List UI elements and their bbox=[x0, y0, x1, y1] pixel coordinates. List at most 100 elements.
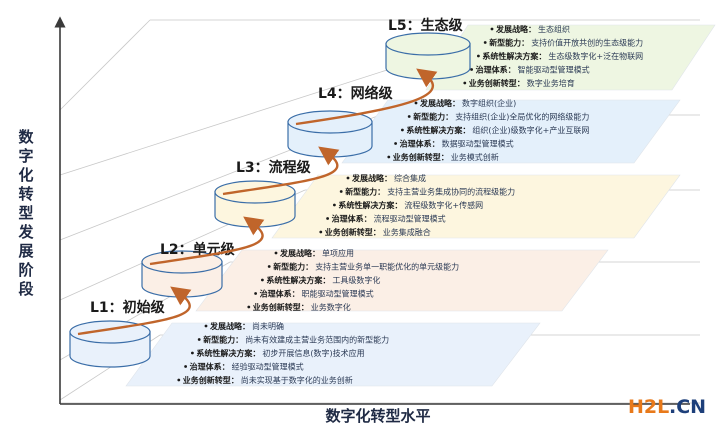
level-1-row: 新型能力：尚未有效建成主营业务范围内的新型能力 bbox=[203, 335, 389, 345]
row-value: 业务数字化 bbox=[311, 302, 351, 312]
level-3-row: 新型能力：支持主营业务集成协同的流程级能力 bbox=[345, 187, 515, 197]
bullet-dot bbox=[490, 27, 494, 31]
bullet-dot bbox=[470, 68, 473, 71]
level-4-row: 新型能力：支持组织(企业)全局优化的网络级能力 bbox=[413, 112, 589, 122]
level-4-row: 业务创新转型：业务模式创新 bbox=[393, 152, 499, 162]
bullet-dot bbox=[247, 305, 251, 309]
level-3: L3：流程级发展战略：综合集成新型能力：支持主营业务集成协同的流程级能力系统性解… bbox=[214, 159, 681, 239]
row-value: 尚未有效建成主营业务范围内的新型能力 bbox=[245, 335, 389, 345]
site-logo: H2L .CN bbox=[628, 396, 706, 418]
row-key: 发展战略： bbox=[279, 248, 320, 258]
row-value: 智能驱动型管理模式 bbox=[518, 65, 590, 75]
level-1-disk bbox=[69, 320, 151, 368]
row-key: 业务创新转型： bbox=[469, 78, 525, 88]
row-key: 发展战略： bbox=[495, 24, 536, 34]
bullet-dot bbox=[319, 230, 323, 234]
level-5-row: 系统性解决方案：生态级数字化+泛在物联网 bbox=[482, 51, 643, 61]
level-2-panel bbox=[195, 249, 609, 312]
bullet-dot bbox=[274, 251, 278, 255]
bullet-dot bbox=[191, 351, 194, 355]
row-value: 数据驱动型管理模式 bbox=[442, 139, 514, 149]
row-value: 支持主营业务单一职能优化的单元级能力 bbox=[315, 262, 459, 272]
row-key: 治理体系： bbox=[190, 362, 230, 372]
bullet-dot bbox=[204, 324, 208, 328]
levels-layer: L1：初始级发展战略：尚未明确新型能力：尚未有效建成主营业务范围内的新型能力系统… bbox=[69, 17, 716, 387]
row-value: 支持组织(企业)全局优化的网络级能力 bbox=[455, 112, 589, 122]
row-key: 新型能力： bbox=[489, 38, 529, 48]
level-5-disk bbox=[385, 32, 471, 80]
row-key: 治理体系： bbox=[260, 289, 300, 299]
row-key: 新型能力： bbox=[273, 262, 313, 272]
row-key: 发展战略： bbox=[419, 98, 460, 108]
bullet-dot bbox=[184, 365, 188, 368]
x-axis-label: 数字化转型水平 bbox=[325, 407, 430, 425]
progress-arrow-3 bbox=[222, 146, 340, 196]
bullet-dot bbox=[267, 265, 271, 268]
row-value: 工具级数字化 bbox=[332, 275, 380, 285]
level-2-title: L2：单元级 bbox=[160, 241, 236, 258]
row-key: 系统性解决方案： bbox=[266, 275, 330, 285]
row-value: 数字组织(企业) bbox=[462, 98, 516, 108]
row-value: 支持价值开放共创的生态级能力 bbox=[531, 38, 643, 48]
level-3-disk bbox=[214, 180, 296, 228]
level-5-row: 新型能力：支持价值开放共创的生态级能力 bbox=[489, 38, 643, 48]
progress-arrow-2 bbox=[149, 216, 265, 266]
level-3-row: 治理体系：流程驱动型管理模式 bbox=[332, 214, 446, 224]
bullet-dot bbox=[197, 338, 201, 341]
level-2-row: 新型能力：支持主营业务单一职能优化的单元级能力 bbox=[273, 262, 459, 272]
level-5: L5：生态级发展战略：生态组织新型能力：支持价值开放共创的生态级能力系统性解决方… bbox=[385, 17, 716, 91]
bullet-dot bbox=[483, 41, 487, 44]
row-value: 业务模式创新 bbox=[451, 152, 499, 162]
row-key: 系统性解决方案： bbox=[338, 200, 402, 210]
bullet-dot bbox=[414, 101, 418, 105]
axes bbox=[54, 16, 690, 405]
row-value: 业务集成融合 bbox=[383, 227, 431, 237]
row-key: 系统性解决方案： bbox=[196, 348, 260, 358]
row-value: 生态组织 bbox=[538, 24, 570, 34]
row-value: 单项应用 bbox=[322, 248, 354, 258]
row-key: 治理体系： bbox=[332, 214, 372, 224]
level-5-row: 业务创新转型：数字业务培育 bbox=[469, 78, 575, 88]
level-3-row: 业务创新转型：业务集成融合 bbox=[325, 227, 431, 237]
bullet-dot bbox=[387, 155, 391, 159]
bullet-dot bbox=[463, 81, 467, 85]
bullet-dot bbox=[401, 128, 404, 132]
level-1-row: 治理体系：经验驱动型管理模式 bbox=[190, 362, 304, 372]
row-value: 流程级数字化+传感网 bbox=[404, 200, 483, 210]
row-value: 流程驱动型管理模式 bbox=[374, 214, 446, 224]
row-key: 系统性解决方案： bbox=[482, 51, 546, 61]
bullet-dot bbox=[326, 217, 329, 220]
level-3-row: 发展战略：综合集成 bbox=[351, 173, 426, 183]
level-2-row: 发展战略：单项应用 bbox=[279, 248, 354, 258]
level-1-row: 系统性解决方案：初步开展信息(数字)技术应用 bbox=[196, 348, 364, 358]
bullet-dot bbox=[254, 292, 257, 295]
row-value: 经验驱动型管理模式 bbox=[232, 362, 304, 372]
y-axis-label: 数字化转型发展阶段 bbox=[17, 128, 34, 298]
level-5-row: 治理体系：智能驱动型管理模式 bbox=[476, 65, 590, 75]
row-value: 支持主营业务集成协同的流程级能力 bbox=[387, 187, 515, 197]
bullet-dot bbox=[333, 203, 336, 207]
row-key: 新型能力： bbox=[203, 335, 243, 345]
level-1-row: 发展战略：尚未明确 bbox=[209, 321, 284, 331]
row-value: 职能驱动型管理模式 bbox=[302, 289, 374, 299]
level-4-row: 治理体系：数据驱动型管理模式 bbox=[400, 139, 514, 149]
arrows-layer bbox=[77, 68, 438, 336]
row-key: 新型能力： bbox=[413, 112, 453, 122]
level-3-row: 系统性解决方案：流程级数字化+传感网 bbox=[338, 200, 483, 210]
row-value: 综合集成 bbox=[394, 173, 426, 183]
level-4-disk bbox=[287, 110, 373, 158]
level-4-title: L4：网络级 bbox=[318, 85, 394, 102]
row-key: 新型能力： bbox=[345, 187, 385, 197]
bullet-dot bbox=[177, 378, 181, 382]
row-value: 组织(企业)级数字化+产业互联网 bbox=[472, 125, 589, 135]
row-value: 尚未实现基于数字化的业务创新 bbox=[241, 375, 353, 385]
bullet-dot bbox=[407, 115, 411, 118]
row-key: 业务创新转型： bbox=[393, 152, 449, 162]
row-value: 生态级数字化+泛在物联网 bbox=[548, 51, 643, 61]
row-key: 系统性解决方案： bbox=[406, 125, 470, 135]
level-1-title: L1：初始级 bbox=[90, 299, 166, 316]
row-key: 发展战略： bbox=[209, 321, 250, 331]
row-value: 尚未明确 bbox=[252, 321, 284, 331]
bullet-dot bbox=[261, 278, 264, 282]
